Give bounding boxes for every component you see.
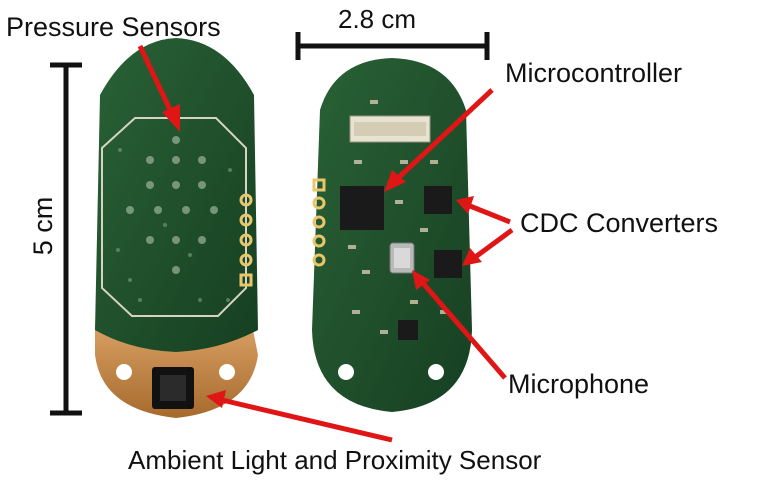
microcontroller-chip bbox=[340, 186, 384, 230]
mount-hole bbox=[338, 364, 354, 380]
header-pads bbox=[312, 178, 326, 267]
board-body bbox=[312, 58, 472, 412]
passive-components bbox=[348, 100, 448, 334]
cdc-converter-chip-2 bbox=[434, 250, 462, 278]
sensor-outline bbox=[101, 117, 247, 317]
width-scale-bar bbox=[295, 32, 490, 60]
mount-hole bbox=[219, 364, 235, 380]
width-dimension-label: 2.8 cm bbox=[338, 4, 417, 34]
mount-hole bbox=[116, 364, 132, 380]
left-pcb-board bbox=[95, 38, 258, 418]
board-body bbox=[95, 38, 258, 352]
mount-hole bbox=[428, 364, 444, 380]
via-dots bbox=[116, 148, 232, 302]
ambient-light-label: Ambient Light and Proximity Sensor bbox=[128, 445, 542, 475]
small-ic bbox=[398, 320, 418, 340]
cdc-converters-label: CDC Converters bbox=[520, 208, 719, 238]
annotation-arrows bbox=[137, 44, 514, 443]
microcontroller-label: Microcontroller bbox=[505, 58, 683, 88]
microphone-label: Microphone bbox=[508, 369, 650, 399]
height-dimension-label: 5 cm bbox=[28, 196, 58, 256]
pressure-sensor-pads bbox=[126, 136, 218, 274]
pressure-sensors-label: Pressure Sensors bbox=[6, 12, 221, 42]
height-scale-bar bbox=[50, 62, 82, 416]
right-pcb-board bbox=[312, 58, 472, 412]
cdc-converter-chip-1 bbox=[424, 186, 452, 214]
